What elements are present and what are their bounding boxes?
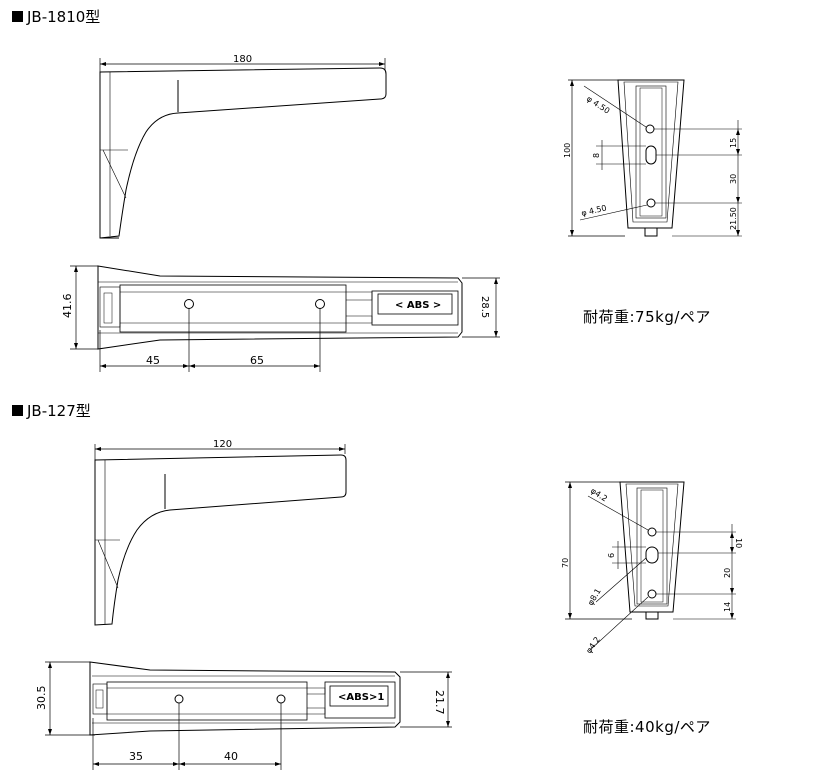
material-mark: < ABS >: [395, 300, 441, 311]
model-title-text: JB-127型: [27, 402, 91, 420]
dim-slot-height: 8: [592, 153, 601, 158]
dim-end-2: 20: [723, 568, 732, 578]
model-title-jb1810: JB-1810型: [12, 6, 100, 27]
label-hole-bottom: φ4.2: [584, 635, 602, 655]
dim-end-1: 10: [734, 538, 743, 548]
label-hole-top: φ 4.50: [585, 94, 611, 116]
load-rating-jb127: 耐荷重:40kg/ペア: [583, 718, 711, 736]
dim-length: 120: [213, 439, 232, 450]
label-hole-mid: φ8.1: [586, 587, 603, 607]
model-title-jb127: JB-127型: [12, 400, 91, 421]
dim-width-left: 41.6: [61, 294, 74, 319]
mount-hole-1: [184, 299, 194, 309]
jb1810-side-view: 180: [99, 54, 387, 239]
load-rating-jb1810: 耐荷重:75kg/ペア: [583, 308, 711, 326]
material-mark: <ABS>1: [338, 692, 384, 703]
jb1810-top-view: 41.6 < ABS > 28.5 45 65: [61, 265, 500, 372]
jb127-top-view: 30.5 <ABS>1 21.7 35 40: [35, 661, 452, 770]
dim-height: 100: [563, 143, 572, 158]
dim-length: 180: [233, 54, 252, 65]
dim-end-3: 21.50: [729, 207, 738, 230]
dim-hole-pitch-1: 35: [129, 750, 143, 763]
mount-hole-2: [315, 299, 325, 309]
dim-hole-pitch-2: 40: [224, 750, 238, 763]
dim-width-right: 28.5: [479, 296, 490, 318]
model-title-text: JB-1810型: [27, 8, 101, 26]
dim-end-1: 15: [729, 138, 738, 148]
label-hole-bottom: φ 4.50: [580, 203, 607, 218]
dim-height: 70: [561, 558, 570, 568]
label-hole-top: φ4.2: [589, 486, 609, 503]
dim-end-3: 14: [723, 602, 732, 612]
jb127-side-view: 120: [94, 439, 347, 626]
dim-hole-pitch-2: 65: [250, 354, 264, 367]
jb1810-end-view: 100 φ 4.50 φ 4.50 8 15 30 21.50: [563, 79, 742, 237]
mount-hole-1: [174, 694, 184, 704]
dim-width-left: 30.5: [35, 686, 48, 711]
square-bullet-icon: [12, 11, 23, 22]
jb127-end-view: 70 φ4.2 φ8.1 φ4.2 6 10 20 14: [561, 481, 743, 655]
dim-width-right: 21.7: [433, 690, 446, 715]
square-bullet-icon: [12, 405, 23, 416]
dim-hole-pitch-1: 45: [146, 354, 160, 367]
dim-slot-height: 6: [607, 553, 616, 558]
dim-end-2: 30: [729, 174, 738, 184]
mount-hole-2: [276, 694, 286, 704]
